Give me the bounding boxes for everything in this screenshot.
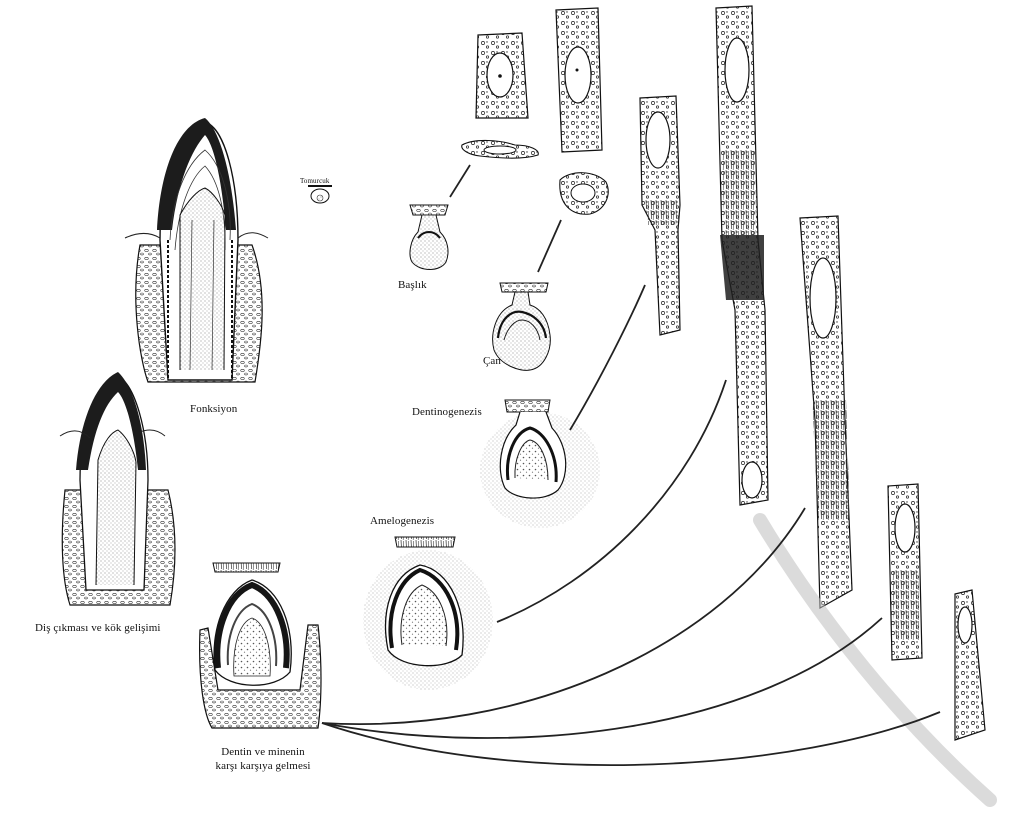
label-amelogenesis: Amelogenezis (370, 515, 434, 527)
label-function: Fonksiyon (190, 403, 237, 415)
bell-stage (493, 283, 551, 370)
cell-round-1 (560, 173, 608, 214)
label-bud: Tomurcuk (300, 177, 329, 185)
erupting-tooth (60, 372, 175, 605)
functional-tooth (125, 118, 268, 382)
connector-junction-3 (322, 712, 940, 765)
label-eruption: Diş çıkması ve kök gelişimi (35, 622, 161, 634)
cell-7 (955, 590, 985, 740)
cell-1 (476, 33, 528, 118)
dentin-enamel-junction-stage (200, 563, 321, 728)
label-dentin-enamel-line2: karşı karşıya gelmesi (216, 760, 311, 772)
dentinogenesis-stage (480, 400, 600, 528)
label-bell: Çan (483, 355, 501, 367)
bud-stage (308, 186, 332, 203)
label-dentinogenesis: Dentinogenezis (412, 406, 482, 418)
amelogenesis-stage (363, 537, 493, 690)
cell-3 (640, 96, 680, 335)
cell-flat-1 (462, 140, 539, 158)
connector-cap (450, 165, 470, 197)
cell-5 (800, 216, 852, 608)
cell-4 (716, 6, 768, 505)
cell-2 (556, 8, 602, 152)
cell-6 (888, 484, 922, 660)
connector-bell (538, 220, 561, 272)
label-cap: Başlık (398, 279, 427, 291)
connector-dentinogenesis (570, 285, 645, 430)
label-dentin-enamel-line1: Dentin ve minenin (221, 746, 305, 758)
cap-stage (410, 205, 448, 270)
